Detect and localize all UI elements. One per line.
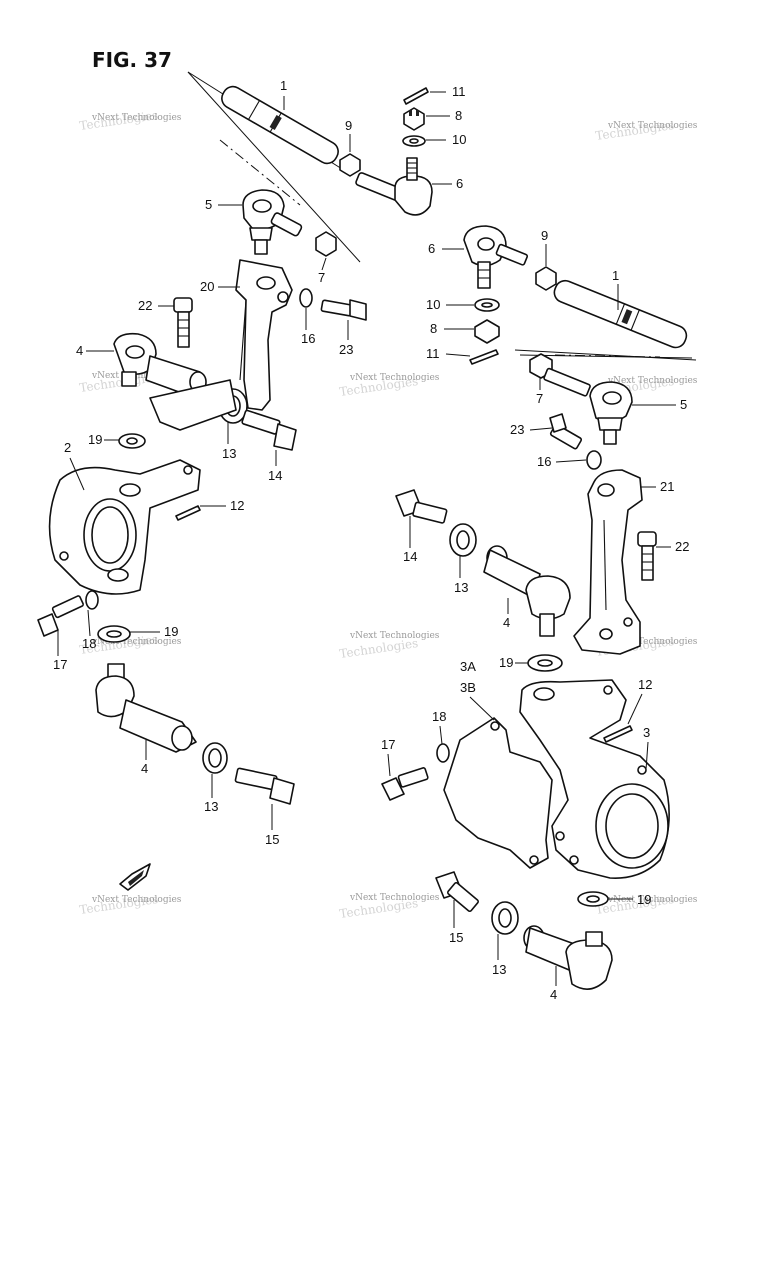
callout-13: 13	[204, 799, 218, 814]
tie-rod-end-5-right	[543, 367, 633, 445]
washer-18	[85, 590, 99, 610]
callout-7: 7	[536, 391, 543, 406]
front-arrow-icon	[119, 863, 151, 891]
callout-18: 18	[432, 709, 446, 724]
tie-rod-end-5-left	[242, 189, 303, 255]
callout-8: 8	[430, 321, 437, 336]
bolt-14	[241, 409, 297, 451]
watermark: vNext Technologies	[607, 895, 698, 905]
watermark: vNext Technologies	[349, 373, 440, 383]
callout-18: 18	[82, 636, 96, 651]
ball-joint-4-upper-left	[113, 332, 207, 397]
callout-16: 16	[537, 454, 551, 469]
pitman-arm-21	[573, 469, 643, 655]
watermark: vNext Technologies	[91, 895, 182, 905]
callout-20: 20	[200, 279, 214, 294]
callout-11: 11	[452, 84, 466, 99]
callout-22: 22	[675, 539, 689, 554]
figure-title: FIG. 37	[92, 48, 172, 72]
bolt-17-right	[381, 767, 429, 801]
washer-16	[299, 288, 313, 308]
ball-joint-4-lower-left	[95, 663, 197, 753]
callout-15: 15	[449, 930, 463, 945]
callout-19: 19	[164, 624, 178, 639]
callout-4: 4	[141, 761, 148, 776]
watermark: vNext Technologies	[607, 376, 698, 386]
callout-4: 4	[503, 615, 510, 630]
callout-5: 5	[205, 197, 212, 212]
callout-4: 4	[76, 343, 83, 358]
callout-4: 4	[550, 987, 557, 1002]
callout-6: 6	[456, 176, 463, 191]
callout-19: 19	[499, 655, 513, 670]
callout-19: 19	[637, 892, 651, 907]
callout-3: 3	[643, 725, 650, 740]
bolt-23	[320, 299, 367, 321]
callout-23: 23	[510, 422, 524, 437]
callout-10: 10	[452, 132, 466, 147]
callout-9: 9	[345, 118, 352, 133]
cotter-pin-12-right	[603, 725, 633, 743]
callout-13: 13	[222, 446, 236, 461]
watermark: vNext Technologies	[91, 637, 182, 647]
callout-6: 6	[428, 241, 435, 256]
callout-15: 15	[265, 832, 279, 847]
callout-1: 1	[280, 78, 287, 93]
leader-lines	[57, 91, 676, 986]
lever-plate	[149, 379, 237, 431]
callout-11: 11	[426, 346, 440, 361]
tie-rod-upper-right	[463, 225, 697, 365]
callout-13: 13	[492, 962, 506, 977]
bolt-15	[234, 767, 295, 805]
cotter-pin-12	[175, 505, 201, 521]
bolt-23-right	[549, 413, 583, 450]
callout-12: 12	[638, 677, 652, 692]
callout-10: 10	[426, 297, 440, 312]
ball-joint-4-upper-right	[483, 545, 571, 637]
bolt-22	[173, 297, 193, 348]
callout-7: 7	[318, 270, 325, 285]
callout-2: 2	[64, 440, 71, 455]
callout-17: 17	[381, 737, 395, 752]
callout-17: 17	[53, 657, 67, 672]
callout-19: 19	[88, 432, 102, 447]
bolt-22-right	[637, 531, 657, 581]
callout-14: 14	[403, 549, 417, 564]
callout-3b: 3B	[460, 680, 476, 695]
pitman-arm-20	[235, 259, 293, 411]
watermark: vNext Technologies	[607, 637, 698, 647]
bolt-17	[37, 595, 84, 637]
callout-3a: 3A	[460, 659, 476, 674]
callout-1: 1	[612, 268, 619, 283]
watermark: vNext Technologies	[91, 113, 182, 123]
callout-12: 12	[230, 498, 244, 513]
knuckle-2	[48, 459, 201, 595]
callout-21: 21	[660, 479, 674, 494]
callout-14: 14	[268, 468, 282, 483]
callout-23: 23	[339, 342, 353, 357]
bolt-15-right	[435, 871, 479, 912]
ball-joint-4-lower-right	[523, 925, 613, 990]
tie-rod-upper-left	[187, 71, 433, 263]
callout-5: 5	[680, 397, 687, 412]
watermark: vNext Technologies	[607, 121, 698, 131]
callout-16: 16	[301, 331, 315, 346]
callout-8: 8	[455, 108, 462, 123]
callout-13: 13	[454, 580, 468, 595]
watermark: vNext Technologies	[349, 631, 440, 641]
callout-22: 22	[138, 298, 152, 313]
knuckle-shield-3a-3b	[443, 717, 553, 869]
bolt-14-right	[395, 489, 448, 524]
knuckle-3	[519, 679, 670, 879]
watermark: vNext Technologies	[349, 893, 440, 903]
callout-9: 9	[541, 228, 548, 243]
